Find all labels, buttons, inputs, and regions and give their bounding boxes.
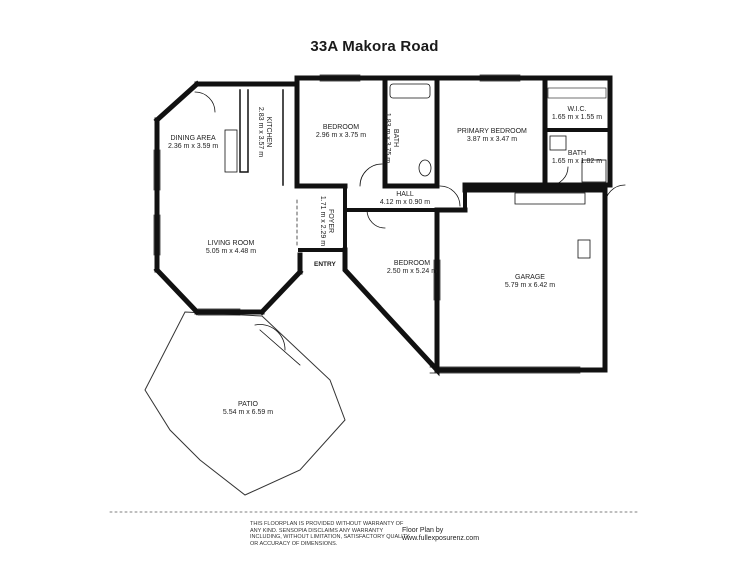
living-dining-walls	[153, 80, 304, 316]
room-label-dining: DINING AREA 2.36 m x 3.59 m	[168, 135, 218, 151]
patio-dims: 5.54 m x 6.59 m	[222, 409, 274, 416]
door-swing	[359, 163, 383, 187]
dining-stool	[224, 129, 238, 173]
patio-outline	[144, 311, 346, 496]
living-name: LIVING ROOM	[207, 240, 255, 247]
wardrobe	[547, 87, 607, 99]
window	[319, 74, 361, 82]
primary-dims: 3.87 m x 3.47 m	[466, 136, 518, 143]
bathtub	[389, 83, 431, 99]
garage-name: GARAGE	[515, 274, 545, 281]
bedroom1-dims: 2.96 m x 3.75 m	[315, 132, 367, 139]
bath2-name: BATH	[567, 150, 587, 157]
window	[429, 366, 581, 374]
disclaimer-text: THIS FLOORPLAN IS PROVIDED WITHOUT WARRA…	[250, 521, 410, 547]
foyer-dims: 1.71 m x 2.29 m	[319, 195, 326, 247]
window	[153, 149, 161, 191]
room-label-patio: PATIO 5.54 m x 6.59 m	[212, 401, 284, 417]
bedroom2-name: BEDROOM	[393, 260, 431, 267]
bedroom2-walls	[342, 207, 440, 377]
entry-label: ENTRY	[314, 261, 336, 268]
garage-bench	[514, 192, 586, 205]
door-swing	[604, 184, 626, 206]
bath2-dims: 1.65 m x 1.82 m	[551, 158, 603, 165]
toilet	[418, 159, 432, 177]
door-swing	[259, 329, 301, 366]
garage-dims: 5.79 m x 6.42 m	[504, 282, 556, 289]
kitchen-dims: 2.83 m x 3.57 m	[257, 106, 264, 158]
bath1-dims: 1.83 m x 3.75 m	[384, 112, 391, 164]
garage-walls	[434, 187, 608, 373]
hall-name: HALL	[396, 191, 414, 198]
room-label-bath2: BATH 1.65 m x 1.82 m	[548, 150, 606, 166]
vanity	[549, 135, 567, 151]
dining-dims: 2.36 m x 3.59 m	[168, 143, 219, 150]
hall-foyer-walls	[298, 183, 467, 252]
bedroom2-dims: 2.50 m x 5.24 m	[386, 268, 438, 275]
patio-name: PATIO	[238, 401, 258, 408]
door-swing	[549, 166, 569, 186]
primary-name: PRIMARY BEDROOM	[457, 128, 527, 135]
room-label-hall: HALL 4.12 m x 0.90 m	[370, 191, 440, 207]
credit-label: Floor Plan by	[402, 527, 444, 534]
door-swing	[366, 209, 386, 229]
dining-name: DINING AREA	[170, 135, 216, 142]
bedroom1-name: BEDROOM	[322, 124, 360, 131]
shower	[581, 159, 607, 183]
wic-dims: 1.65 m x 1.55 m	[551, 114, 603, 121]
foyer-name: FOYER	[327, 208, 334, 234]
room-label-bath1: BATH 1.83 m x 3.75 m	[383, 103, 399, 173]
door-swing	[439, 185, 461, 207]
room-label-foyer: FOYER 1.71 m x 2.29 m	[318, 186, 334, 256]
window	[153, 214, 161, 256]
plan-title: 33A Makora Road	[310, 38, 439, 55]
kitchen-bench	[239, 89, 284, 186]
bath1-name: BATH	[392, 128, 399, 148]
room-label-living: LIVING ROOM 5.05 m x 4.48 m	[196, 240, 266, 256]
window	[433, 259, 441, 301]
room-label-kitchen: KITCHEN 2.83 m x 3.57 m	[256, 96, 272, 168]
door-swing	[254, 324, 286, 351]
door-swing	[194, 91, 216, 113]
window	[197, 308, 241, 316]
kitchen-name: KITCHEN	[265, 116, 272, 148]
wic-name: W.I.C.	[567, 106, 587, 113]
living-dims: 5.05 m x 4.48 m	[205, 248, 257, 255]
room-label-bedroom1: BEDROOM 2.96 m x 3.75 m	[303, 124, 379, 140]
hall-dims: 4.12 m x 0.90 m	[379, 199, 431, 206]
room-label-garage: GARAGE 5.79 m x 6.42 m	[494, 274, 566, 290]
window	[479, 74, 521, 82]
room-label-primary: PRIMARY BEDROOM 3.87 m x 3.47 m	[445, 128, 539, 144]
garage-shelf	[577, 239, 591, 259]
room-label-wic: W.I.C. 1.65 m x 1.55 m	[548, 106, 606, 122]
credit-url-link[interactable]: www.fullexposurenz.com	[402, 535, 480, 542]
room-label-bedroom2: BEDROOM 2.50 m x 5.24 m	[378, 260, 446, 276]
